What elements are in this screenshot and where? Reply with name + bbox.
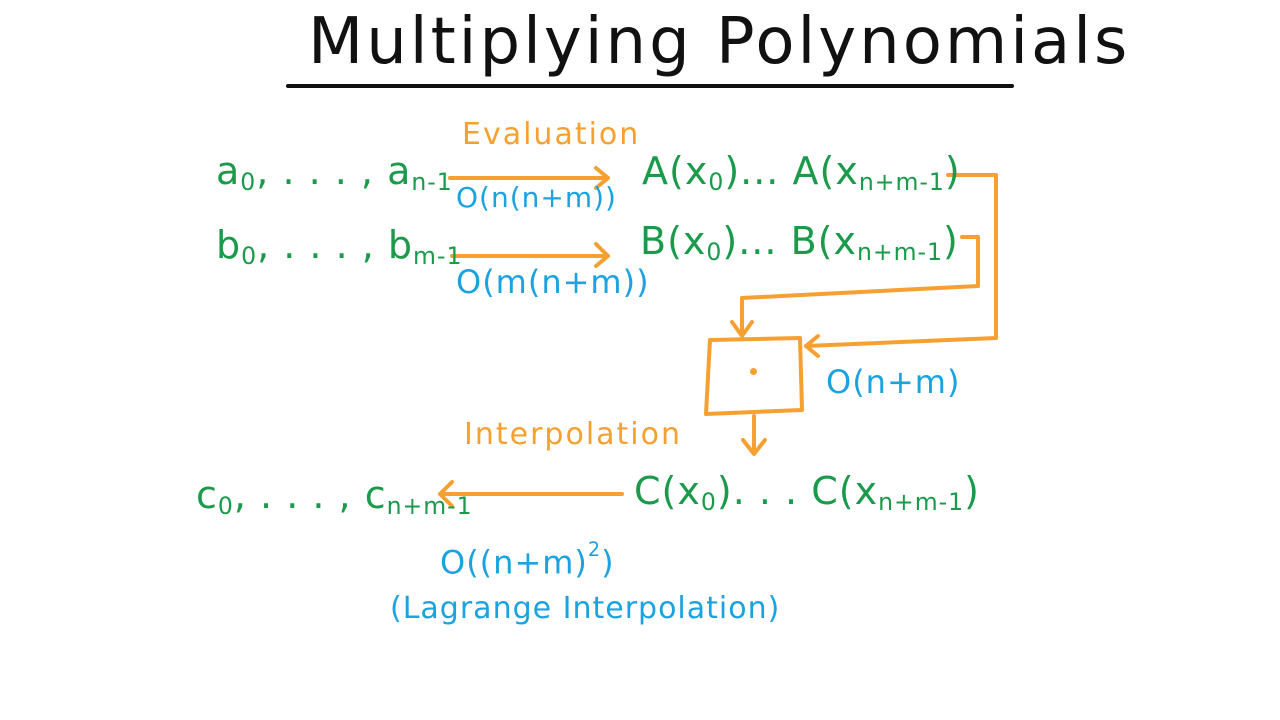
page-title: Multiplying Polynomials xyxy=(308,5,1131,79)
values-a: A(x0)... A(xn+m-1) xyxy=(642,149,961,196)
coeffs-b: b0, . . . , bm-1 xyxy=(216,223,463,270)
connector-a-to-box xyxy=(804,173,998,358)
multiply-dot xyxy=(750,368,757,375)
connector-b-to-box xyxy=(730,235,980,338)
evaluation-label: Evaluation xyxy=(462,117,641,152)
complexity-multiply: O(n+m) xyxy=(826,363,961,401)
evaluation-arrow-a xyxy=(448,166,610,190)
arrow-down-from-box xyxy=(741,414,767,456)
values-c: C(x0). . . C(xn+m-1) xyxy=(634,469,980,516)
evaluation-arrow-b xyxy=(450,242,610,268)
coeffs-a: a0, . . . , an-1 xyxy=(216,149,453,196)
coeffs-c: c0, . . . , cn+m-1 xyxy=(196,473,473,520)
complexity-eval-a: O(n(n+m)) xyxy=(456,181,617,214)
interpolation-label: Interpolation xyxy=(464,417,682,452)
lagrange-note: (Lagrange Interpolation) xyxy=(390,591,781,626)
values-b: B(x0)... B(xn+m-1) xyxy=(640,219,959,266)
complexity-interpolation: O((n+m)2) xyxy=(440,538,615,582)
interpolation-arrow xyxy=(438,480,624,508)
complexity-eval-b: O(m(n+m)) xyxy=(456,263,650,301)
multiply-box xyxy=(704,336,804,416)
